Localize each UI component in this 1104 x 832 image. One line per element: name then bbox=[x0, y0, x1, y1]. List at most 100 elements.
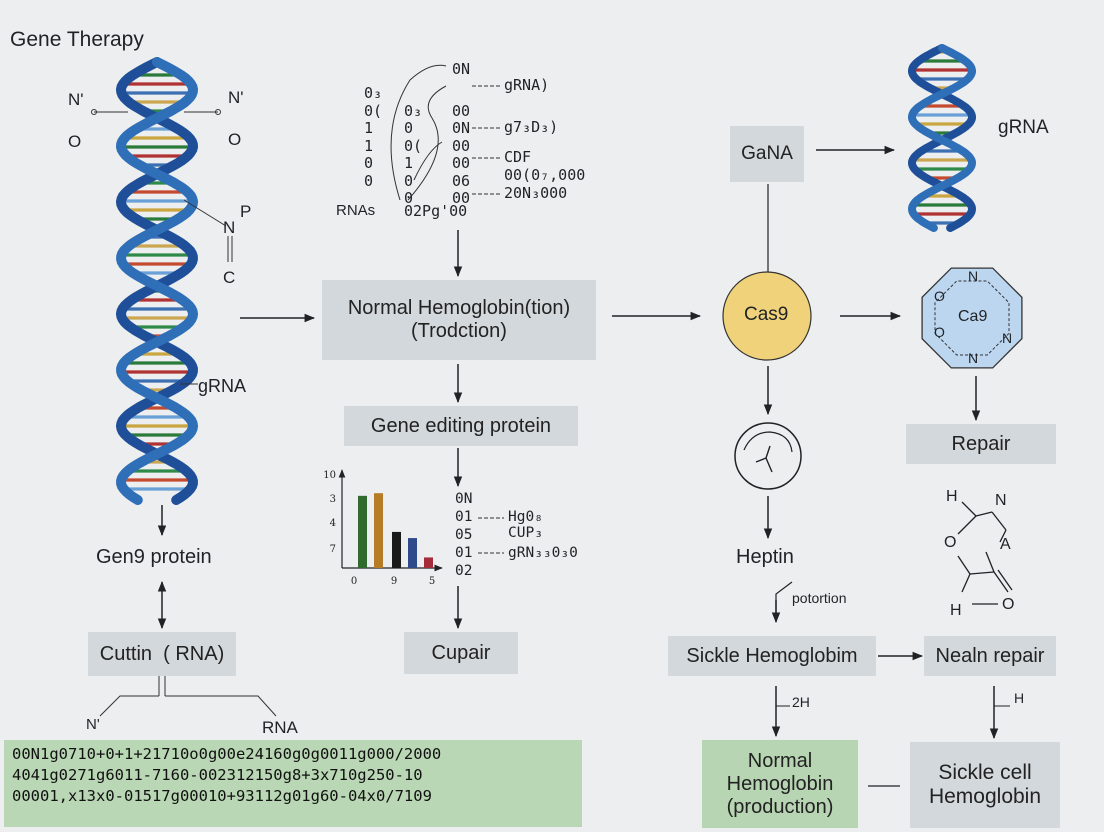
octagon-mark: O bbox=[934, 324, 945, 340]
matrix-label: CDF bbox=[504, 148, 532, 166]
matrix-cell: 0 bbox=[404, 189, 414, 207]
branch-label-rna: RNA bbox=[262, 718, 298, 737]
mark-n-top-left: N' bbox=[68, 90, 84, 109]
matrix-cell: 1 bbox=[364, 119, 374, 137]
cas9-circle bbox=[722, 271, 812, 361]
matrix-label: 20N₃000 bbox=[504, 184, 568, 202]
molecule-mark: A bbox=[1000, 536, 1011, 553]
cupair-box: Cupair bbox=[404, 632, 518, 674]
repair-box: Repair bbox=[906, 424, 1056, 464]
matrix-cell: 00 bbox=[452, 101, 471, 120]
mark-o-top-left: O bbox=[68, 132, 82, 151]
octagon-mark: N bbox=[968, 268, 979, 284]
chart-code-label: CUP₃ bbox=[508, 525, 543, 541]
matrix-cell: 0 bbox=[404, 171, 414, 190]
octagon-mark: N bbox=[1002, 330, 1013, 346]
matrix-cell: 00 bbox=[452, 189, 471, 207]
code-line: 4041g0271g6011-7160-002312150g8+3x710g25… bbox=[12, 766, 423, 784]
sickle-cell-hemoglobin-box: Sickle cell Hemoglobin bbox=[910, 742, 1060, 828]
ca9-octagon bbox=[921, 267, 1023, 369]
chart-code-label: gRN₃₃0₃0 bbox=[508, 545, 578, 561]
dna-helix-right bbox=[907, 44, 977, 232]
dna-helix-left bbox=[115, 57, 199, 505]
matrix-cell: 0N bbox=[452, 119, 471, 137]
matrix-cell: 0( bbox=[364, 101, 383, 120]
heptin-label: Heptin bbox=[736, 546, 794, 568]
gene-editing-protein-box: Gene editing protein bbox=[344, 406, 578, 446]
sequence-code-block: 00N1g0710+0+1+21710o0g00e24160g0g0011g00… bbox=[4, 740, 582, 827]
molecule-mark: O bbox=[1002, 596, 1015, 613]
arrow-heptin-to-sickle bbox=[775, 581, 793, 616]
matrix-label: g7₃D₃) bbox=[504, 118, 559, 136]
matrix-cell: 0( bbox=[404, 136, 423, 155]
normal-hemoglobin-box: Normal Hemoglobin(tion) (Trodction) bbox=[322, 280, 596, 360]
matrix-curve bbox=[390, 64, 447, 201]
chart-x-tick-label: 9 bbox=[391, 576, 397, 587]
mark-c: C bbox=[223, 268, 236, 287]
matrix-cell: 0₃ bbox=[364, 84, 383, 102]
chart-code: 01 bbox=[455, 545, 473, 561]
code-line: 00N1g0710+0+1+21710o0g00e24160g0g0011g00… bbox=[12, 745, 442, 763]
matrix-curve bbox=[413, 141, 443, 181]
chart-code: 01 bbox=[455, 509, 473, 525]
grna-label-left: gRNA bbox=[198, 376, 247, 396]
label-2h: 2H bbox=[792, 694, 810, 710]
chart-bar bbox=[358, 495, 367, 568]
normal-hemoglobin-production-box: Normal Hemoglobin (production) bbox=[702, 740, 858, 828]
connector-dot bbox=[91, 109, 97, 115]
branch-left bbox=[99, 695, 159, 717]
molecule-mark: H bbox=[946, 488, 958, 505]
matrix-cell: 0₃ bbox=[404, 101, 423, 120]
mark-n-top-right: N' bbox=[228, 88, 244, 107]
dna-backbone bbox=[115, 57, 199, 505]
octagon-mark: O bbox=[934, 288, 945, 304]
connector-dot bbox=[215, 109, 221, 115]
label-h: H bbox=[1014, 690, 1025, 706]
matrix-cell: 1 bbox=[364, 136, 374, 155]
chart-y-tick-label: 4 bbox=[330, 518, 336, 529]
chart-x-tick-label: 0 bbox=[351, 576, 357, 587]
mark-p: P bbox=[240, 202, 252, 221]
matrix-cell: 00 bbox=[452, 154, 471, 172]
normal-production-line: (production) bbox=[726, 795, 834, 818]
molecule-mark: N bbox=[995, 492, 1007, 509]
grna-label-right: gRNA bbox=[998, 117, 1049, 138]
branch-label-n: N' bbox=[86, 716, 100, 733]
chart-code-label: Hg0₈ bbox=[508, 509, 543, 525]
matrix-label: gRNA) bbox=[504, 76, 550, 94]
matrix-cell: 06 bbox=[452, 171, 471, 190]
matrix-cell: 0 bbox=[404, 119, 414, 137]
gana-box: GaNA bbox=[730, 126, 804, 182]
nealn-repair-box: Nealn repair bbox=[924, 636, 1056, 676]
sickle-cell-line: Hemoglobin bbox=[928, 785, 1042, 808]
normal-box-line: Normal Hemoglobin(tion) bbox=[347, 297, 571, 319]
chart-code: 02 bbox=[455, 563, 473, 579]
chart-code: 0N bbox=[455, 491, 473, 507]
cuttin-rna-box: Cuttin ( RNA) bbox=[88, 632, 236, 676]
chart-bar bbox=[392, 531, 401, 568]
code-line: 00001,x13x0-01517g00010+93112g01g60-04x0… bbox=[12, 787, 432, 805]
normal-production-line: Normal bbox=[747, 749, 813, 772]
molecule-mark: H bbox=[950, 602, 962, 619]
matrix-bottom-rnas: RNAs bbox=[336, 202, 376, 219]
molecule-structure bbox=[957, 501, 1013, 605]
matrix-cell: 00 bbox=[452, 136, 471, 155]
mark-n: N bbox=[223, 218, 236, 237]
chart-y-tick-label: 7 bbox=[330, 544, 336, 555]
sickle-cell-line: Sickle cell bbox=[938, 760, 1032, 784]
sickle-hemoglobin-box: Sickle Hemoglobim bbox=[668, 636, 876, 676]
diagram-title: Gene Therapy bbox=[10, 28, 144, 51]
chart-bar bbox=[424, 557, 433, 568]
matrix-label: 00(0₇,000 bbox=[504, 166, 586, 184]
gen9-protein-label: Gen9 protein bbox=[96, 546, 212, 568]
connector-line bbox=[183, 199, 227, 227]
matrix-cell: 1 bbox=[404, 154, 414, 172]
octagon-mark: N bbox=[968, 350, 979, 366]
dna-backbone bbox=[115, 57, 199, 505]
chart-code: 05 bbox=[455, 527, 473, 543]
cas9-label: Cas9 bbox=[744, 304, 789, 325]
dna-backbone bbox=[907, 44, 977, 232]
matrix-curve bbox=[407, 85, 447, 201]
